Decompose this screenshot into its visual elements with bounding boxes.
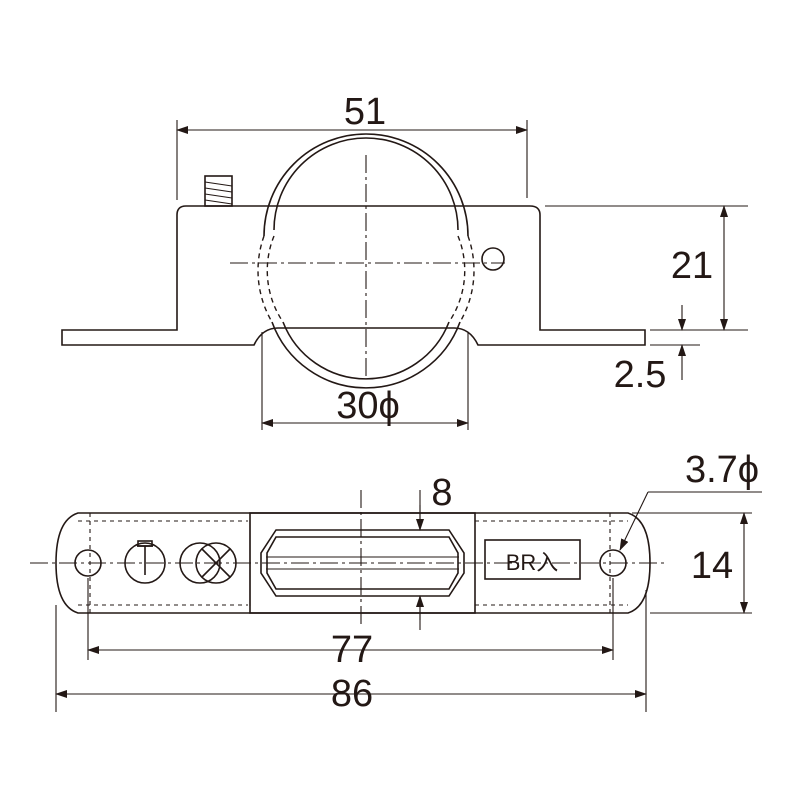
plan-view: BR入 8 3.7ϕ 14 77 86 bbox=[30, 449, 762, 715]
axle-hole bbox=[481, 247, 505, 271]
dim-86: 86 bbox=[331, 673, 373, 715]
dim-3-7-phi: 3.7ϕ bbox=[685, 449, 759, 491]
dim-51: 51 bbox=[344, 91, 386, 133]
slotted-screw-icon bbox=[124, 540, 166, 584]
bracket-outline bbox=[61, 205, 646, 346]
dim-2-5: 2.5 bbox=[614, 354, 667, 396]
right-hole bbox=[599, 549, 627, 577]
top-screw bbox=[204, 175, 233, 207]
dim-21: 21 bbox=[671, 245, 713, 287]
dim-8: 8 bbox=[431, 472, 452, 514]
left-hole bbox=[74, 549, 102, 577]
cross-screw-icon bbox=[179, 542, 221, 584]
plate-outline bbox=[55, 512, 651, 614]
dim-14: 14 bbox=[691, 545, 733, 587]
wheel-slot bbox=[260, 529, 465, 597]
wheel bbox=[257, 133, 475, 389]
stamp-box bbox=[484, 539, 581, 580]
stamp-label: BR入 bbox=[506, 550, 559, 575]
dim-77: 77 bbox=[331, 629, 373, 671]
adjust-screw-icon bbox=[195, 542, 237, 584]
dim-30-phi: 30ϕ bbox=[336, 385, 400, 427]
side-view: 51 21 2.5 30ϕ bbox=[61, 91, 748, 430]
